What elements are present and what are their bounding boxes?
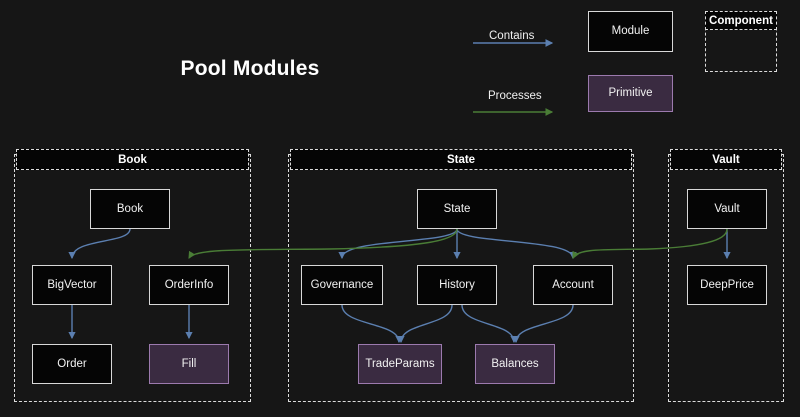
- legend-contains-label: Contains: [489, 30, 535, 42]
- group-vault-label: Vault: [670, 149, 782, 170]
- legend-module-box: Module: [588, 11, 673, 52]
- node-tradeparams[interactable]: TradeParams: [358, 344, 442, 384]
- node-fill[interactable]: Fill: [149, 344, 229, 384]
- node-governance[interactable]: Governance: [301, 265, 383, 305]
- legend-primitive-box: Primitive: [588, 75, 673, 112]
- node-book[interactable]: Book: [90, 189, 170, 229]
- node-bigvector[interactable]: BigVector: [32, 265, 112, 305]
- page-title: Pool Modules: [180, 57, 320, 80]
- node-deepprice[interactable]: DeepPrice: [687, 265, 767, 305]
- node-vault[interactable]: Vault: [687, 189, 767, 229]
- legend-component-label: Component: [705, 11, 777, 30]
- node-account[interactable]: Account: [533, 265, 613, 305]
- group-book-label: Book: [16, 149, 249, 170]
- legend-processes-label: Processes: [488, 90, 542, 102]
- node-orderinfo[interactable]: OrderInfo: [149, 265, 229, 305]
- node-order[interactable]: Order: [32, 344, 112, 384]
- node-state[interactable]: State: [417, 189, 497, 229]
- node-history[interactable]: History: [417, 265, 497, 305]
- node-balances[interactable]: Balances: [475, 344, 555, 384]
- group-state-label: State: [290, 149, 632, 170]
